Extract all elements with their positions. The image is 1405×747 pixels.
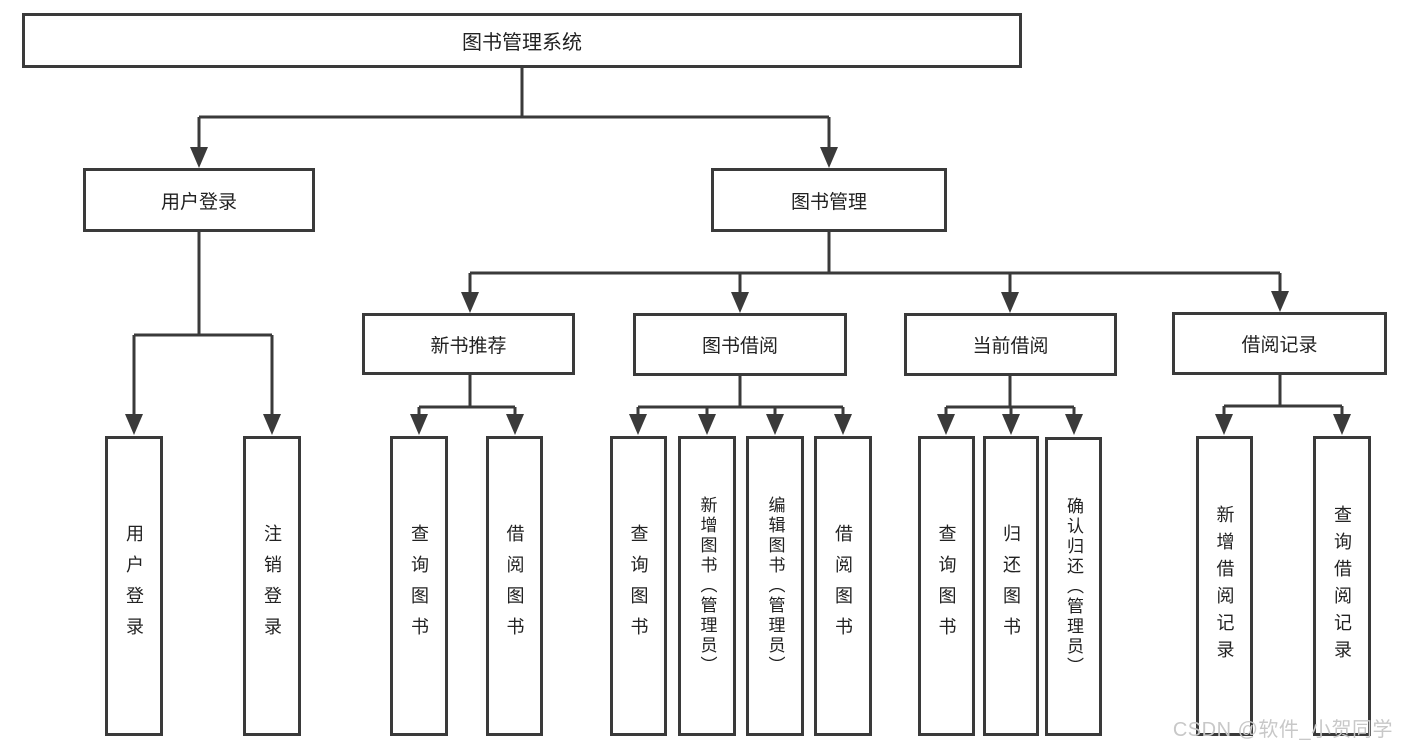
node-root-system: 图书管理系统 xyxy=(22,13,1022,68)
node-current-borrow-label: 当前借阅 xyxy=(972,336,1049,357)
node-user-login-label: 用户登录 xyxy=(160,191,237,213)
leaf-confirm-return-admin-label: 确认归还（管理员） xyxy=(1064,496,1083,677)
leaf-borrow-book: 借阅图书 xyxy=(814,436,872,736)
leaf-confirm-return-admin: 确认归还（管理员） xyxy=(1045,437,1102,736)
node-book-borrow: 图书借阅 xyxy=(633,313,847,376)
node-new-book-recommend-label: 新书推荐 xyxy=(430,335,507,357)
node-book-management-label: 图书管理 xyxy=(790,191,867,213)
leaf-user-login: 用户登录 xyxy=(105,436,163,736)
node-root-label: 图书管理系统 xyxy=(462,32,582,54)
arrowheads xyxy=(125,147,1351,435)
leaf-add-book-admin: 新增图书（管理员） xyxy=(678,436,736,736)
leaf-add-book-admin-label: 新增图书（管理员） xyxy=(697,496,717,676)
tree-branch-lines xyxy=(132,68,1344,415)
leaf-edit-book-admin: 编辑图书（管理员） xyxy=(746,436,804,736)
leaf-logout: 注销登录 xyxy=(243,436,301,736)
csdn-watermark: CSDN @软件_小贺同学 xyxy=(1172,719,1393,741)
leaf-logout-label: 注销登录 xyxy=(262,524,282,648)
leaf-edit-book-admin-label: 编辑图书（管理员） xyxy=(765,496,785,676)
leaf-return-book: 归还图书 xyxy=(983,436,1039,736)
leaf-query-book-borrow: 查询图书 xyxy=(610,436,667,736)
leaf-query-borrow-record: 查询借阅记录 xyxy=(1313,436,1371,736)
node-user-login: 用户登录 xyxy=(83,168,315,232)
node-book-borrow-label: 图书借阅 xyxy=(701,336,778,357)
leaf-borrow-book-label: 借阅图书 xyxy=(833,524,853,648)
leaf-query-book-newbook: 查询图书 xyxy=(390,436,448,736)
node-book-management: 图书管理 xyxy=(711,168,947,232)
node-borrow-records-label: 借阅记录 xyxy=(1241,335,1318,356)
leaf-user-login-label: 用户登录 xyxy=(124,524,144,648)
leaf-add-borrow-record-label: 新增借阅记录 xyxy=(1214,505,1235,667)
node-current-borrow: 当前借阅 xyxy=(904,313,1117,376)
node-new-book-recommend: 新书推荐 xyxy=(362,313,575,375)
leaf-query-book-newbook-label: 查询图书 xyxy=(409,524,429,648)
leaf-add-borrow-record: 新增借阅记录 xyxy=(1196,436,1253,736)
leaf-query-book-borrow-label: 查询图书 xyxy=(628,524,649,648)
leaf-query-book-current: 查询图书 xyxy=(918,436,975,736)
leaf-return-book-label: 归还图书 xyxy=(1001,524,1021,648)
leaf-borrow-book-newbook-label: 借阅图书 xyxy=(504,524,525,648)
leaf-query-book-current-label: 查询图书 xyxy=(936,524,957,648)
leaf-query-borrow-record-label: 查询借阅记录 xyxy=(1332,505,1352,667)
leaf-borrow-book-newbook: 借阅图书 xyxy=(486,436,543,736)
node-borrow-records: 借阅记录 xyxy=(1172,312,1387,375)
